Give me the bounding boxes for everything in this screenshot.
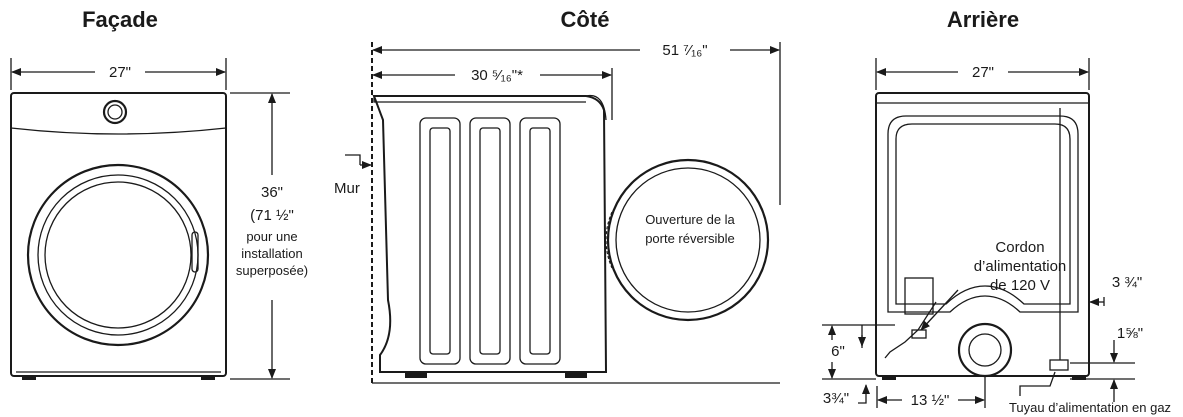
front-control-panel-line [10, 127, 227, 135]
front-control-knob-inner [107, 104, 123, 120]
rear-panel-outer [887, 115, 1079, 313]
rear-gas-inlet [1049, 359, 1069, 371]
rear-left-dim-leader [858, 390, 867, 404]
rear-view-title: Arrière [947, 7, 1019, 32]
rear-foot-left [882, 376, 896, 380]
front-door-outer [26, 163, 210, 347]
front-control-knob [102, 99, 128, 125]
side-top-panel [373, 96, 586, 103]
rear-power-block [904, 277, 934, 315]
rear-gas-height-label: 1⅝" [1117, 325, 1143, 342]
side-foot-left [405, 372, 427, 378]
side-door-note-2: porte réversible [645, 231, 735, 246]
front-cabinet [10, 92, 227, 377]
side-panel-1 [419, 117, 461, 365]
side-door-ring [615, 167, 761, 313]
side-cabinet [372, 95, 608, 373]
rear-cord-clamp [911, 329, 927, 339]
rear-foot-right [1072, 376, 1086, 380]
rear-width-label: 27" [972, 64, 994, 81]
rear-power-cord [884, 301, 937, 359]
front-foot-right [201, 376, 215, 380]
front-view: 27" 36" (71 ½" pour une installation sup… [10, 58, 308, 380]
front-height-label: 36" [261, 184, 283, 201]
front-door-handle [191, 231, 199, 273]
side-foot-right [565, 372, 587, 378]
side-panel-2-inner [479, 127, 501, 355]
rear-offset-label: 13 ½" [911, 392, 950, 409]
side-panel-2 [469, 117, 511, 365]
front-foot-left [22, 376, 36, 380]
side-panel-3-inner [529, 127, 551, 355]
rear-panel-inner [895, 123, 1071, 305]
side-panel-3 [519, 117, 561, 365]
front-view-title: Façade [82, 7, 158, 32]
side-depth-label: 30 ⁵⁄₁₆"* [471, 67, 523, 84]
side-view-title: Côté [561, 7, 610, 32]
front-stack-note-1: pour une [246, 229, 297, 244]
rear-side-dim-label: 3 ¾" [1112, 274, 1142, 291]
rear-vent-inner [968, 333, 1002, 367]
rear-cord-label-3: de 120 V [990, 277, 1050, 294]
side-control-knob [585, 94, 607, 121]
rear-gas-leader [1019, 371, 1056, 396]
rear-cord-height-label: 6" [831, 343, 845, 360]
side-door-hinge [605, 211, 613, 269]
front-height-stacked: (71 ½" [250, 207, 294, 224]
side-door-note-1: Ouverture de la [645, 212, 735, 227]
side-door-open [606, 158, 770, 322]
side-wall-leader [345, 154, 361, 165]
front-width-label: 27" [109, 64, 131, 81]
rear-cord-label-2: d’alimentation [974, 258, 1067, 275]
rear-view: 27" Cordon d’alimentation de 120 V 3 ¾" … [822, 58, 1171, 415]
rear-gas-pipe-label: Tuyau d’alimentation en gaz [1009, 400, 1171, 415]
side-panel-1-inner [429, 127, 451, 355]
rear-cord-label-1: Cordon [995, 239, 1044, 256]
side-overall-depth-label: 51 ⁷⁄₁₆" [662, 42, 707, 59]
front-stack-note-2: installation [241, 246, 302, 261]
rear-cord-leader [920, 289, 959, 331]
front-stack-note-3: superposée) [236, 263, 308, 278]
rear-left-dim-label: 3¾" [823, 390, 849, 407]
side-wall-label: Mur [334, 180, 360, 197]
front-door-glass [44, 181, 192, 329]
side-view: Mur 51 ⁷⁄₁₆" 30 ⁵⁄₁₆"* Ouverture de la [334, 42, 781, 385]
